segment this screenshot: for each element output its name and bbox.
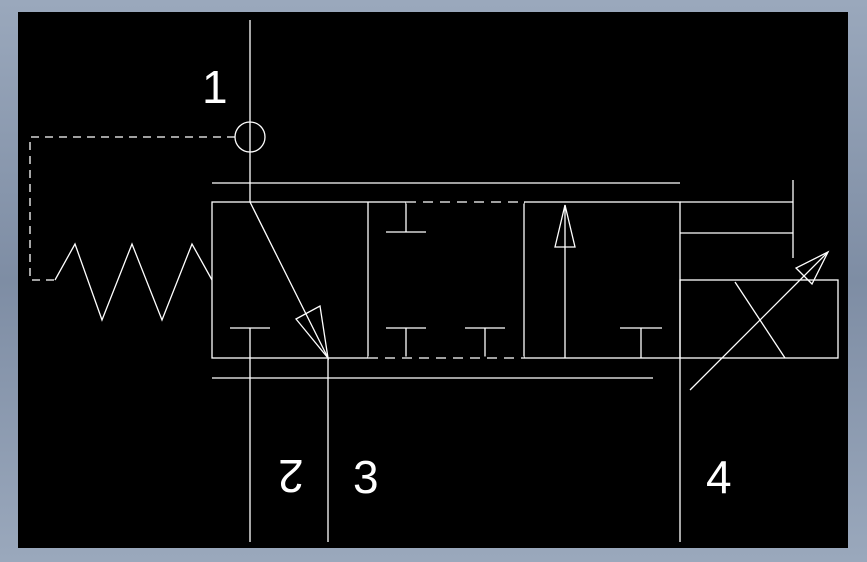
port-label-3: 3 (353, 451, 379, 503)
spring-symbol (54, 242, 213, 322)
port-label-4: 4 (706, 451, 732, 503)
adjustable-arrow-head (794, 250, 830, 286)
port-label-1: 1 (202, 61, 228, 113)
adjustable-arrow-line (689, 251, 829, 391)
flow-arrow-head-2 (554, 204, 576, 248)
flow-arrow-diagonal (249, 201, 329, 359)
solenoid-box (679, 279, 839, 359)
pilot-dashed-line (29, 136, 235, 281)
valve-body (211, 201, 681, 359)
port-label-2: 2 (278, 450, 304, 502)
flow-arrow-head-1 (294, 304, 330, 361)
